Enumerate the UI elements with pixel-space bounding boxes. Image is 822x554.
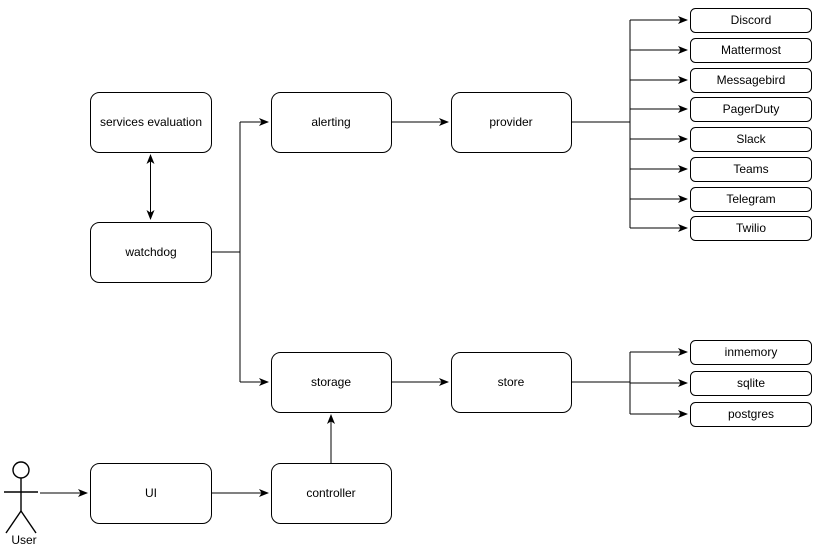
node-services-evaluation[interactable]: services evaluation <box>90 92 212 153</box>
actor-head-icon <box>12 461 30 479</box>
node-alerting-label: alerting <box>311 115 350 129</box>
leaf-twilio-rect[interactable] <box>690 216 812 241</box>
leaf-messagebird-rect[interactable] <box>690 68 812 93</box>
node-store-label: store <box>498 375 525 389</box>
node-controller-label: controller <box>306 486 355 500</box>
leaf-messagebird[interactable]: Messagebird <box>690 68 812 93</box>
actor-leg-right-icon <box>20 510 37 534</box>
leaf-telegram-label: Telegram <box>726 192 775 206</box>
leaf-inmemory-label: inmemory <box>725 345 778 359</box>
leaf-slack-rect[interactable] <box>690 127 812 152</box>
node-store[interactable]: store <box>451 352 572 413</box>
leaf-telegram[interactable]: Telegram <box>690 187 812 212</box>
actor-leg-left-icon <box>5 510 22 534</box>
leaf-teams-rect[interactable] <box>690 157 812 182</box>
node-watchdog[interactable]: watchdog <box>90 222 212 283</box>
leaf-pagerduty-rect[interactable] <box>690 97 812 122</box>
leaf-pagerduty[interactable]: PagerDuty <box>690 97 812 122</box>
leaf-pagerduty-label: PagerDuty <box>723 102 780 116</box>
node-controller-rect[interactable] <box>271 463 392 524</box>
node-alerting[interactable]: alerting <box>271 92 392 153</box>
node-alerting-rect[interactable] <box>271 92 392 153</box>
leaf-mattermost-rect[interactable] <box>690 38 812 63</box>
node-ui-rect[interactable] <box>90 463 212 524</box>
leaf-teams-label: Teams <box>733 162 768 176</box>
node-ui[interactable]: UI <box>90 463 212 524</box>
node-provider-rect[interactable] <box>451 92 572 153</box>
leaf-discord-label: Discord <box>731 13 772 27</box>
leaf-twilio[interactable]: Twilio <box>690 216 812 241</box>
leaf-sqlite[interactable]: sqlite <box>690 371 812 396</box>
node-watchdog-label: watchdog <box>124 245 176 259</box>
node-provider-label: provider <box>489 115 532 129</box>
leaf-mattermost[interactable]: Mattermost <box>690 38 812 63</box>
leaf-discord-rect[interactable] <box>690 8 812 33</box>
store-leaves-layer: inmemory sqlite postgres <box>690 340 812 427</box>
actor-user-label: User <box>11 533 36 547</box>
leaf-sqlite-rect[interactable] <box>690 371 812 396</box>
leaf-discord[interactable]: Discord <box>690 8 812 33</box>
leaf-inmemory-rect[interactable] <box>690 340 812 365</box>
leaf-twilio-label: Twilio <box>736 221 766 235</box>
node-storage[interactable]: storage <box>271 352 392 413</box>
leaf-sqlite-label: sqlite <box>737 376 765 390</box>
node-services-evaluation-label: services evaluation <box>100 115 202 129</box>
node-storage-label: storage <box>311 375 351 389</box>
leaf-mattermost-label: Mattermost <box>721 43 782 57</box>
node-store-rect[interactable] <box>451 352 572 413</box>
node-controller[interactable]: controller <box>271 463 392 524</box>
edges-layer <box>40 16 688 497</box>
node-services-evaluation-rect[interactable] <box>90 92 212 153</box>
actor-user[interactable]: User <box>4 461 38 547</box>
node-storage-rect[interactable] <box>271 352 392 413</box>
leaf-postgres[interactable]: postgres <box>690 402 812 427</box>
leaf-inmemory[interactable]: inmemory <box>690 340 812 365</box>
leaf-postgres-label: postgres <box>728 407 774 421</box>
leaf-messagebird-label: Messagebird <box>717 73 786 87</box>
leaf-telegram-rect[interactable] <box>690 187 812 212</box>
node-ui-label: UI <box>145 486 157 500</box>
leaf-slack[interactable]: Slack <box>690 127 812 152</box>
nodes-layer: services evaluation watchdog alerting pr… <box>90 92 572 524</box>
node-provider[interactable]: provider <box>451 92 572 153</box>
provider-leaves-layer: Discord Mattermost Messagebird PagerDuty… <box>690 8 812 241</box>
leaf-postgres-rect[interactable] <box>690 402 812 427</box>
leaf-slack-label: Slack <box>736 132 766 146</box>
leaf-teams[interactable]: Teams <box>690 157 812 182</box>
node-watchdog-rect[interactable] <box>90 222 212 283</box>
